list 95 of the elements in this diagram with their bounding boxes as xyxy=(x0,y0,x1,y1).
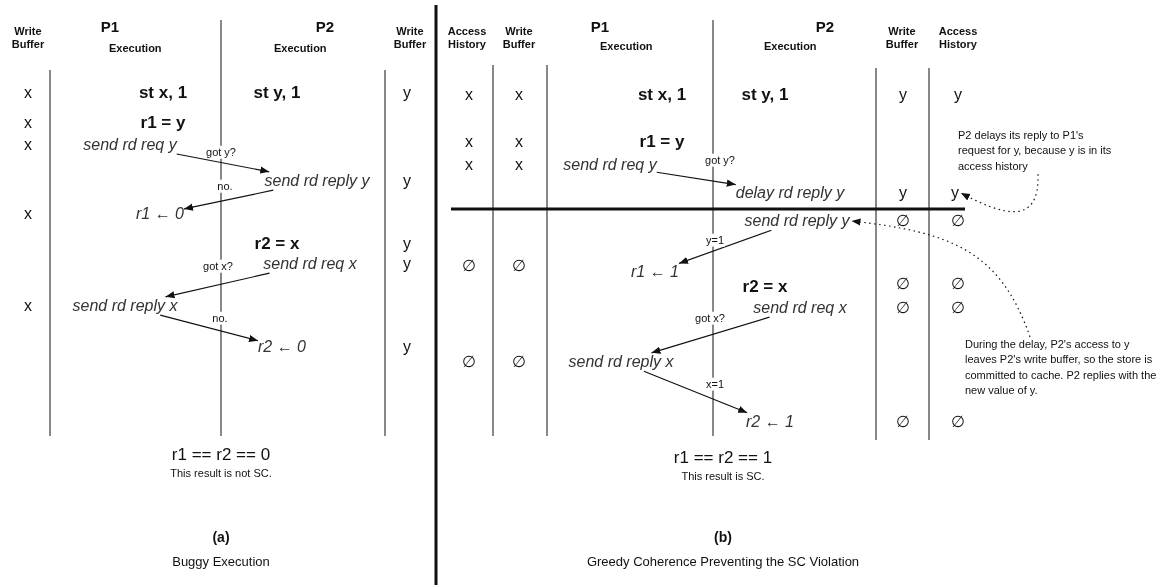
cell-value: ∅ xyxy=(951,412,965,432)
cell-value: x xyxy=(515,155,523,175)
message-text: send rd reply y xyxy=(744,211,850,231)
message-text: send rd reply x xyxy=(72,296,178,316)
cell-value: ∅ xyxy=(896,211,910,231)
column-header: Execution xyxy=(764,39,816,53)
cell-value: x xyxy=(515,132,523,152)
cell-value: ∅ xyxy=(951,211,965,231)
column-header: Write Buffer xyxy=(392,25,428,51)
annotation-note: P2 delays its reply to P1's request for y, because y is in its access history xyxy=(958,128,1118,175)
result-text: r1 == r2 == 1 xyxy=(673,448,773,468)
message-text: r1 ← 0 xyxy=(136,204,184,224)
column-header: Write Buffer xyxy=(501,25,537,51)
arrow xyxy=(164,272,271,299)
edge-label: got x? xyxy=(694,311,726,325)
message-text: send rd req y xyxy=(563,155,657,175)
message-text: r2 ← 0 xyxy=(258,337,306,357)
cell-value: y xyxy=(403,337,411,357)
instruction-text: r2 = x xyxy=(742,277,788,297)
leader-line xyxy=(850,218,1031,338)
cell-value: y xyxy=(403,234,411,254)
edge-label: y=1 xyxy=(705,233,725,247)
column-header: Write Buffer xyxy=(10,25,46,51)
arrow xyxy=(183,189,274,211)
edge-label: got x? xyxy=(202,259,234,273)
result-note: This result is SC. xyxy=(681,469,765,483)
instruction-text: r1 = y xyxy=(140,113,186,133)
panel-caption: Buggy Execution xyxy=(172,554,270,570)
panel-letter: (a) xyxy=(212,528,230,546)
message-text: r2 ← 1 xyxy=(746,412,794,432)
message-text: r1 ← 1 xyxy=(631,262,679,282)
result-note: This result is not SC. xyxy=(170,466,272,480)
edge-label: no. xyxy=(216,179,234,193)
cell-value: ∅ xyxy=(462,256,476,276)
message-text: delay rd reply y xyxy=(735,183,845,203)
column-header: Execution xyxy=(600,39,652,53)
column-header: Access History xyxy=(446,25,488,51)
cell-value: x xyxy=(24,83,32,103)
cell-value: ∅ xyxy=(951,298,965,318)
column-header: Write Buffer xyxy=(884,25,920,51)
column-header: Execution xyxy=(274,41,326,55)
cell-value: ∅ xyxy=(462,352,476,372)
column-header: Execution xyxy=(109,41,161,55)
annotation-note: During the delay, P2's access to y leaves P2's write buffer, so the store is committed to cache. P2 replies with the new value of y. xyxy=(965,337,1159,399)
instruction-text: r2 = x xyxy=(254,234,300,254)
leader-line xyxy=(960,173,1039,213)
message-text: send rd req x xyxy=(753,298,847,318)
column-header: Access History xyxy=(937,25,979,51)
cell-value: x xyxy=(24,135,32,155)
cell-value: y xyxy=(899,183,907,203)
processor-label: P1 xyxy=(590,18,610,36)
arrow xyxy=(159,314,259,342)
panel-letter: (b) xyxy=(714,528,732,546)
message-text: send rd reply y xyxy=(264,171,370,191)
arrow xyxy=(176,153,270,174)
cell-value: ∅ xyxy=(512,352,526,372)
cell-value: x xyxy=(24,296,32,316)
cell-value: x xyxy=(465,155,473,175)
cell-value: y xyxy=(403,83,411,103)
cell-value: x xyxy=(465,132,473,152)
cell-value: ∅ xyxy=(896,274,910,294)
processor-label: P2 xyxy=(815,18,835,36)
cell-value: y xyxy=(899,85,907,105)
instruction-text: st y, 1 xyxy=(741,85,789,105)
arrow xyxy=(678,229,772,264)
cell-value: x xyxy=(24,113,32,133)
panel-caption: Greedy Coherence Preventing the SC Violation xyxy=(586,554,860,570)
arrow xyxy=(643,370,748,414)
processor-label: P2 xyxy=(315,18,335,36)
cell-value: ∅ xyxy=(896,412,910,432)
message-text: send rd req y xyxy=(83,135,177,155)
edge-label: x=1 xyxy=(705,377,725,391)
cell-value: x xyxy=(24,204,32,224)
cell-value: ∅ xyxy=(896,298,910,318)
cell-value: x xyxy=(515,85,523,105)
instruction-text: st y, 1 xyxy=(253,83,301,103)
instruction-text: st x, 1 xyxy=(637,85,687,105)
cell-value: y xyxy=(403,254,411,274)
instruction-text: r1 = y xyxy=(639,132,685,152)
arrow xyxy=(656,171,737,187)
edge-label: got y? xyxy=(205,145,237,159)
cell-value: ∅ xyxy=(512,256,526,276)
arrow xyxy=(650,316,771,354)
edge-label: got y? xyxy=(704,153,736,167)
cell-value: x xyxy=(465,85,473,105)
processor-label: P1 xyxy=(100,18,120,36)
cell-value: y xyxy=(954,85,962,105)
result-text: r1 == r2 == 0 xyxy=(171,445,271,465)
message-text: send rd reply x xyxy=(568,352,674,372)
cell-value: y xyxy=(403,171,411,191)
cell-value: ∅ xyxy=(951,274,965,294)
edge-label: no. xyxy=(211,311,229,325)
message-text: send rd req x xyxy=(263,254,357,274)
cell-value: y xyxy=(951,183,959,203)
instruction-text: st x, 1 xyxy=(138,83,188,103)
